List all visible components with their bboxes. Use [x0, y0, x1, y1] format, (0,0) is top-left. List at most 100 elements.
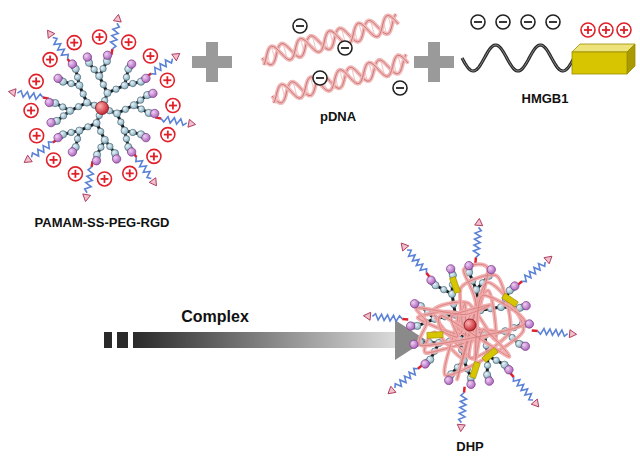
branch-node: [122, 106, 128, 112]
charge-bar: [166, 76, 168, 84]
peg-chain: [111, 23, 120, 49]
hmgb1-domain: [470, 361, 481, 378]
dna-strand: [418, 264, 524, 379]
branch-node: [113, 86, 119, 92]
rgd-ligand: [149, 178, 156, 186]
branch-node: [80, 91, 86, 97]
terminal-amine: [467, 380, 475, 388]
dna-helix: [272, 54, 408, 103]
terminal-amine: [68, 148, 76, 156]
figure-label: pDNA: [320, 110, 356, 125]
dna-backbone: [272, 54, 406, 103]
branch-node: [91, 66, 97, 72]
rgd-ligand: [531, 399, 539, 407]
plus-bar: [206, 42, 218, 82]
charge-ring: [161, 128, 175, 142]
terminal-amine: [151, 109, 159, 117]
charge-ring: [43, 53, 57, 67]
branch-node: [93, 119, 100, 126]
charge-bar: [150, 52, 152, 60]
branch-node: [493, 357, 499, 363]
terminal-amine: [446, 265, 454, 273]
peg-arm: [388, 365, 422, 394]
charge-bar: [30, 106, 32, 114]
terminal-amine: [127, 148, 135, 156]
branch-node: [100, 65, 106, 71]
figure-label: DHP: [456, 440, 483, 455]
charge-ring: [24, 103, 38, 117]
charge-bar: [153, 152, 155, 160]
peg-chain: [513, 377, 533, 400]
terminal-amine: [410, 340, 418, 348]
positive-charge: [97, 172, 111, 186]
rgd-ligand: [24, 155, 32, 162]
charge-bar: [167, 131, 169, 139]
terminal-amine: [521, 342, 529, 350]
plus-sign: [414, 42, 454, 82]
positive-charge: [47, 153, 61, 167]
dna-strand-edge: [418, 264, 524, 379]
protein-chain: [462, 45, 574, 71]
dna-backbone-edge: [264, 15, 399, 65]
peg-chain: [17, 91, 43, 100]
branch-node: [83, 99, 90, 106]
positive-charge: [166, 99, 180, 113]
peg-arm: [155, 117, 195, 128]
branch-node: [137, 97, 143, 103]
hmgb1-domain: [427, 332, 443, 339]
dna-backbone: [274, 55, 409, 103]
negative-charge: [313, 71, 327, 85]
branch-node: [85, 124, 91, 130]
charge-bar: [524, 21, 532, 23]
charge-bar: [75, 170, 77, 178]
positive-charge: [29, 74, 43, 88]
branch-node: [123, 136, 129, 142]
peg-arm: [83, 161, 94, 201]
peg-chain: [522, 262, 545, 282]
rgd-ligand: [188, 119, 196, 127]
terminal-amine: [511, 282, 519, 290]
terminal-amine: [406, 322, 414, 330]
peg-arm: [363, 312, 408, 321]
peg-chain: [407, 250, 427, 273]
dna-backbone: [264, 15, 399, 65]
terminal-amine: [68, 60, 76, 68]
rgd-ligand: [457, 424, 465, 431]
peg-chain: [85, 167, 94, 193]
terminal-amine: [45, 98, 53, 106]
peg-chain: [538, 328, 568, 336]
charge-ring: [68, 167, 82, 181]
terminal-amine: [427, 276, 435, 284]
branch-node: [121, 82, 128, 89]
positive-charge: [123, 166, 137, 180]
hmgb1-protein: [462, 44, 635, 74]
positive-charge: [161, 128, 175, 142]
terminal-amine: [54, 133, 62, 141]
peg-chain: [459, 393, 467, 423]
charge-ring: [581, 23, 595, 37]
rgd-ligand: [172, 54, 180, 61]
charge-ring: [143, 49, 157, 63]
charge-bar: [49, 56, 51, 64]
positive-charge: [43, 53, 57, 67]
charge-bar: [396, 87, 404, 89]
rgd-ligand: [569, 330, 576, 338]
terminal-amine: [103, 51, 111, 59]
arrow-dash: [104, 332, 112, 348]
peg-chain: [161, 117, 187, 126]
dna-helix: [262, 14, 399, 65]
negative-charge: [496, 15, 510, 29]
charge-ring: [147, 149, 161, 163]
peg-chain: [395, 368, 418, 388]
branch-node: [121, 127, 128, 134]
ss-linker: [402, 318, 408, 321]
branch-node: [68, 129, 74, 135]
branch-node: [101, 136, 108, 143]
terminal-amine: [522, 301, 530, 309]
terminal-amine: [485, 377, 493, 385]
charge-bar: [341, 47, 349, 49]
negative-charge: [293, 19, 307, 33]
charge-bar: [36, 132, 38, 140]
positive-charge: [24, 103, 38, 117]
charge-bar: [35, 77, 37, 85]
